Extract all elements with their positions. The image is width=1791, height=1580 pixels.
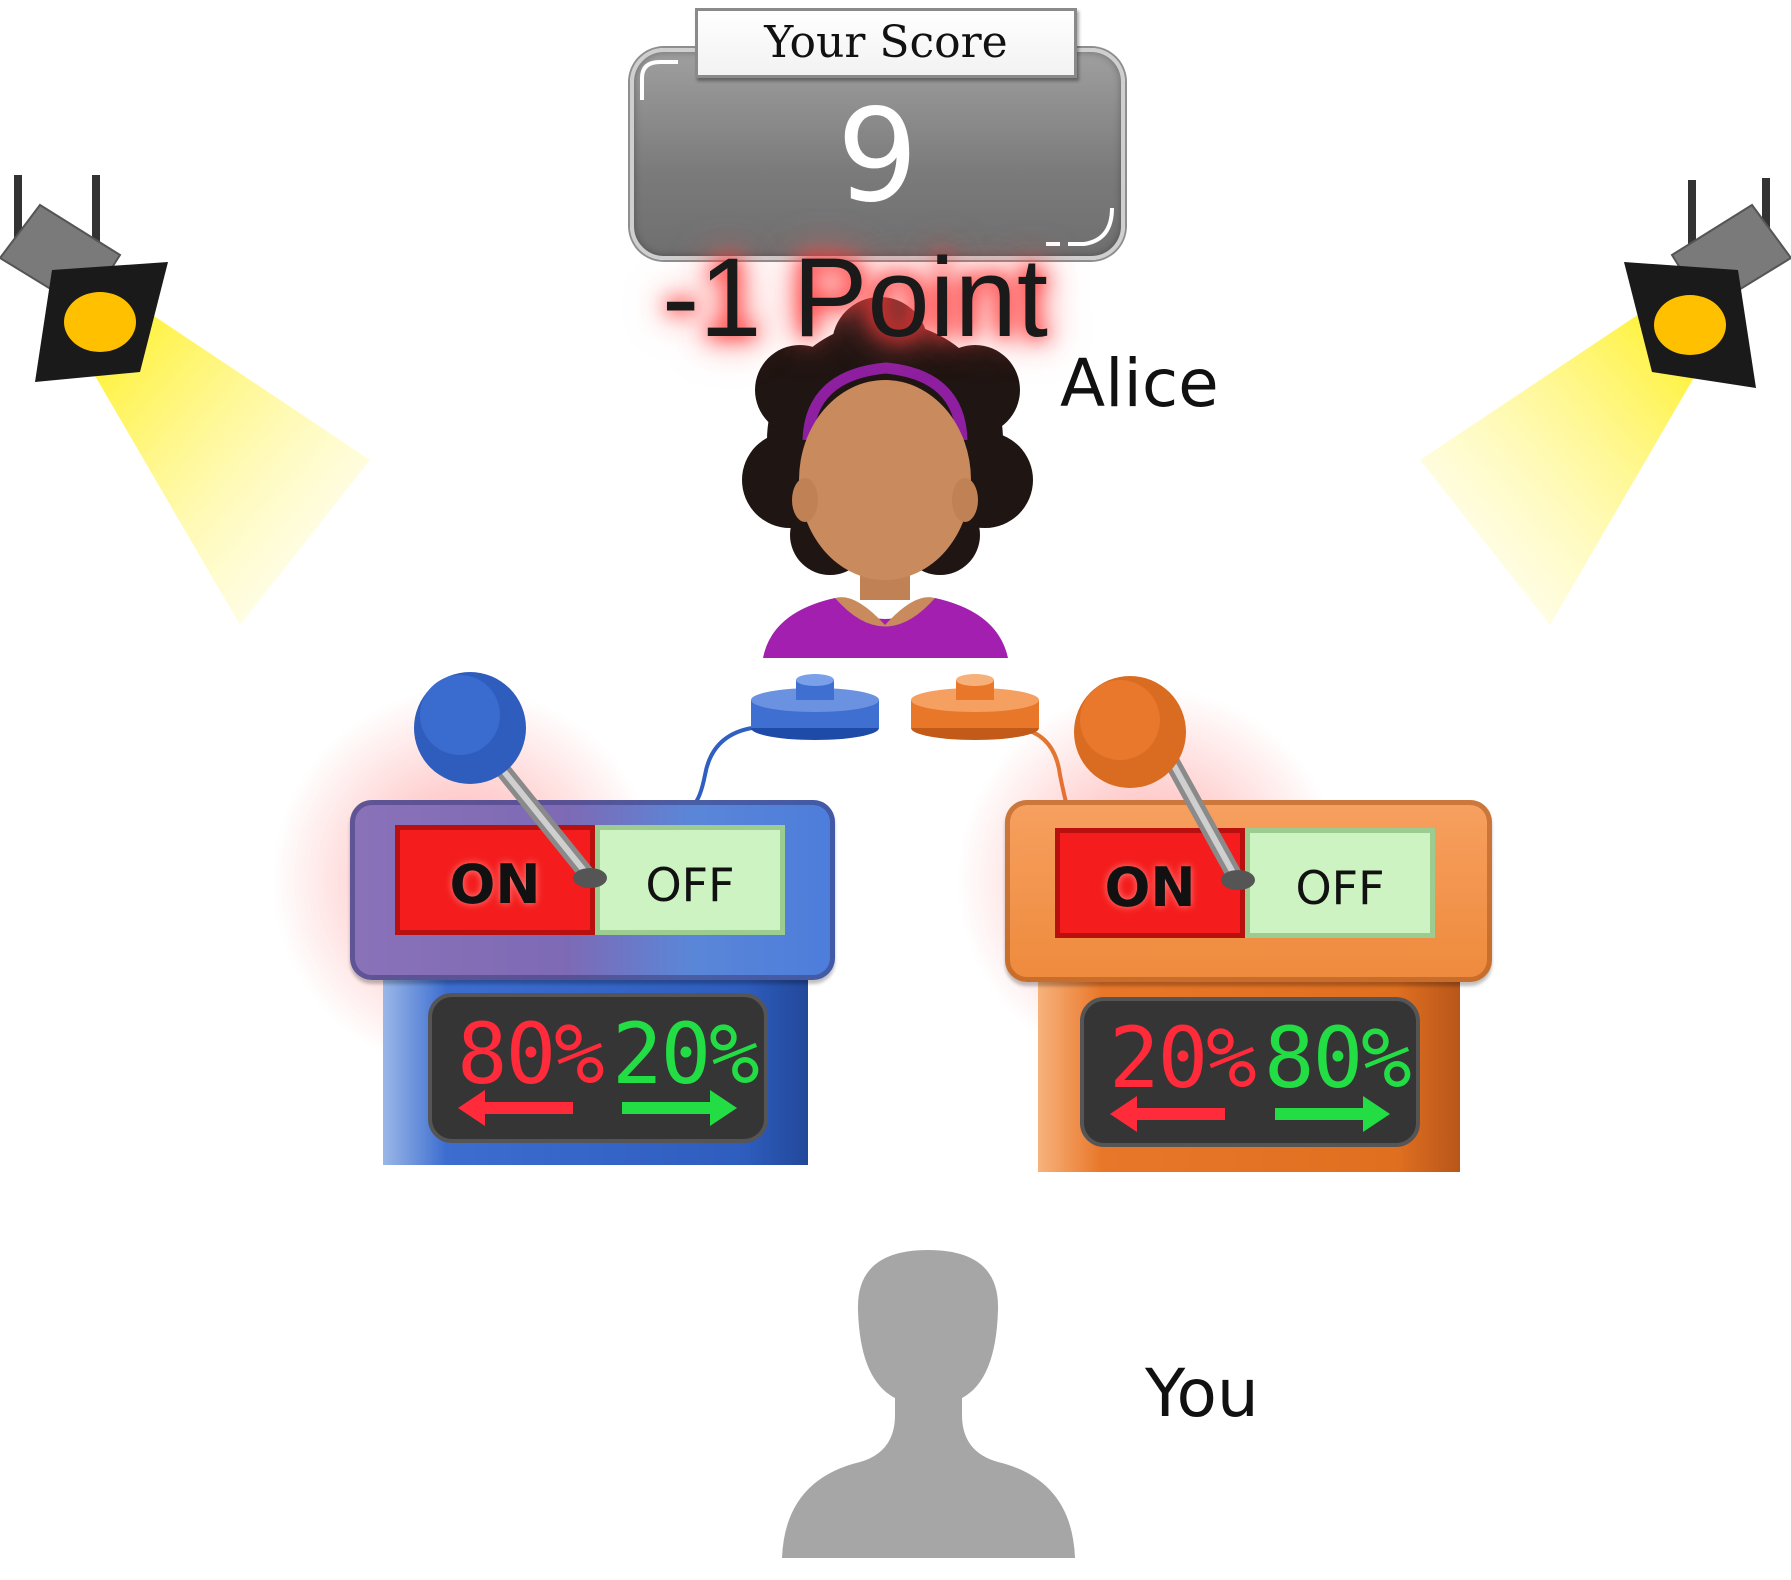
blue-pressure-button [751, 674, 879, 740]
score-panel [630, 48, 1125, 260]
player-name: You [1145, 1355, 1259, 1432]
orange-right-arrow-icon [1275, 1096, 1390, 1132]
spotlight-right-icon [1420, 178, 1791, 625]
blue-right-arrow-icon [622, 1090, 737, 1126]
orange-on-button[interactable]: ON [1055, 828, 1245, 938]
orange-off-button[interactable]: OFF [1245, 828, 1435, 938]
opponent-name: Alice [1060, 345, 1219, 422]
orange-left-arrow-icon [1110, 1096, 1225, 1132]
blue-on-button[interactable]: ON [395, 825, 595, 935]
orange-left-percent: 20% [1109, 1009, 1257, 1107]
blue-left-arrow-icon [458, 1090, 573, 1126]
blue-right-percent: 20% [612, 1005, 760, 1103]
blue-off-button[interactable]: OFF [595, 825, 785, 935]
score-title: Your Score [695, 8, 1077, 78]
orange-pressure-button [911, 674, 1039, 740]
score-change-feedback: -1 Point [662, 235, 1048, 360]
spotlight-left-icon [0, 175, 370, 625]
orange-right-percent: 80% [1264, 1009, 1412, 1107]
blue-left-percent: 80% [457, 1005, 605, 1103]
score-value: 9 [836, 82, 919, 231]
